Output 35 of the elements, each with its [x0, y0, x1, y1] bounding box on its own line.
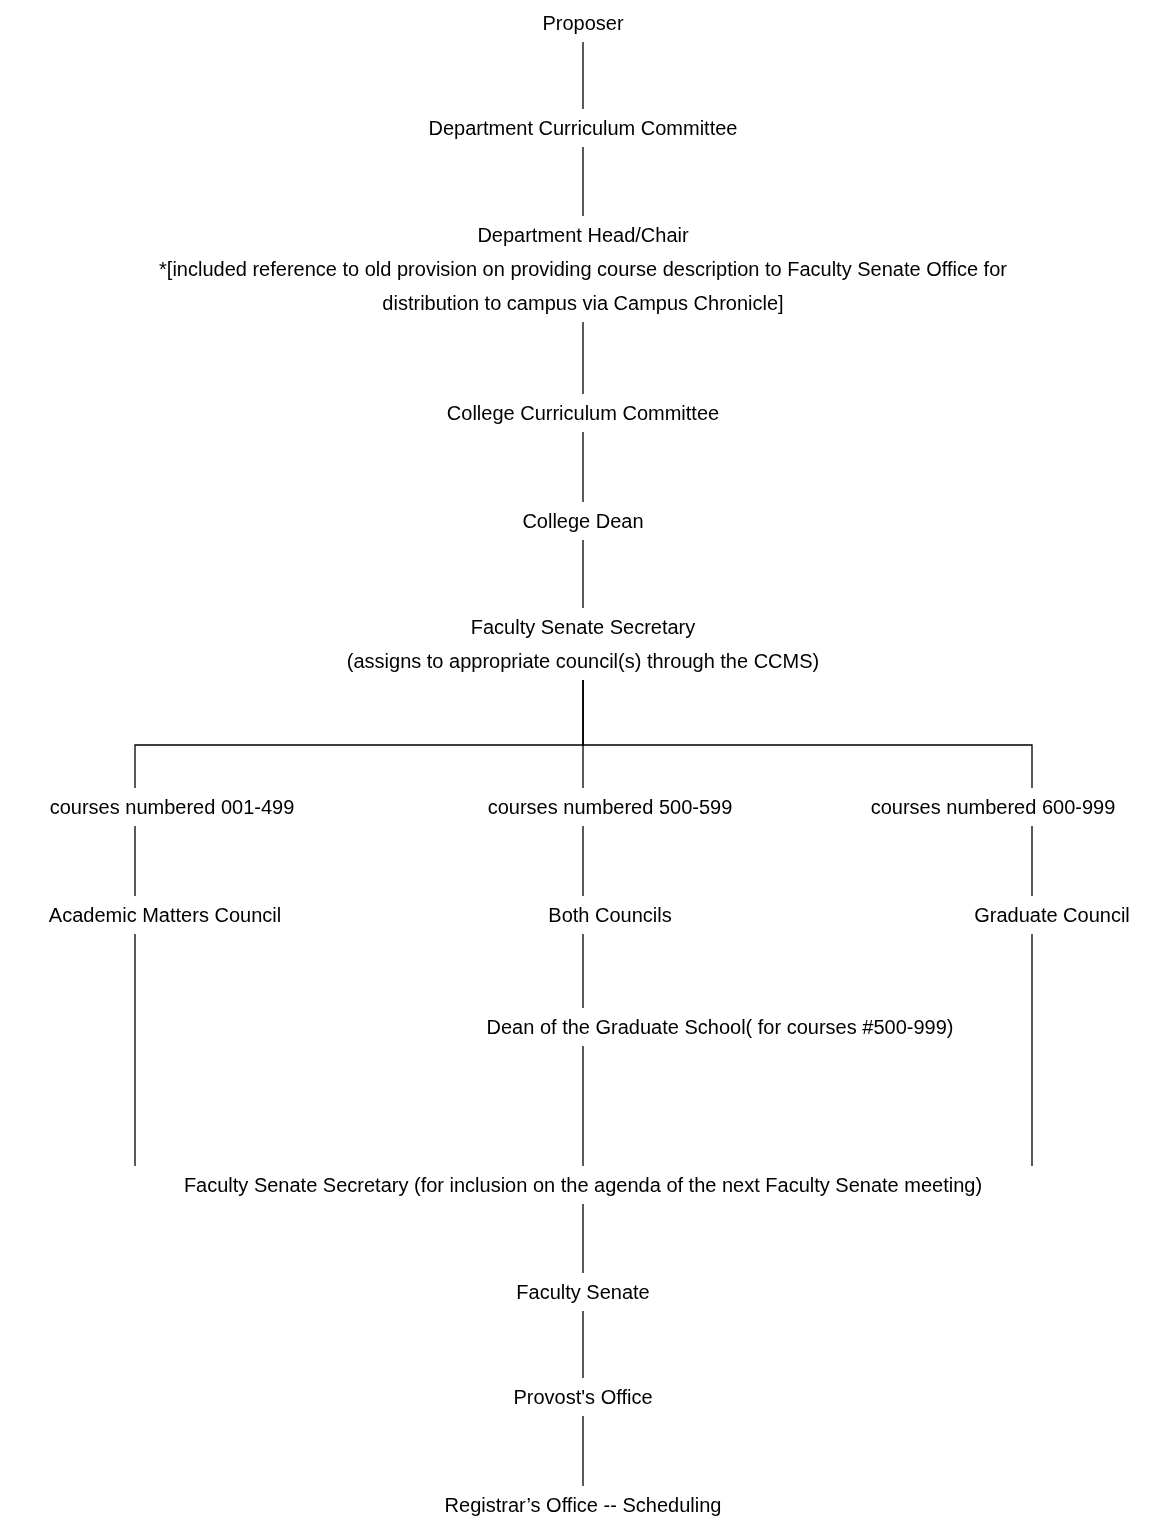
connector-line — [582, 1310, 584, 1379]
step-label: Both Councils — [547, 903, 673, 928]
connector-line — [582, 539, 584, 609]
step-note: *[included reference to old provision on providing course description to Faculty Senate Office for distribution to campus via Campus Chronicle] — [158, 257, 1008, 316]
connector-line — [582, 1415, 584, 1487]
connector-line — [582, 146, 584, 217]
connector-line — [582, 679, 1033, 789]
step-label: Graduate Council — [973, 903, 1131, 928]
connector-line — [582, 933, 584, 1009]
step-label: Department Head/Chair — [476, 223, 690, 248]
connector-line — [582, 1203, 584, 1274]
connector-line — [1031, 825, 1033, 897]
step-label: Faculty Senate Secretary — [469, 615, 697, 640]
step-label: Provost's Office — [512, 1385, 654, 1410]
connector-line — [582, 321, 584, 395]
connector-line — [582, 825, 584, 897]
step-label: courses numbered 500-599 — [486, 795, 734, 820]
step-label: courses numbered 600-999 — [869, 795, 1117, 820]
step-note: (assigns to appropriate council(s) through the CCMS) — [345, 649, 821, 674]
step-label: courses numbered 001-499 — [48, 795, 296, 820]
connector-line — [134, 933, 136, 1167]
step-label: Department Curriculum Committee — [427, 116, 739, 141]
step-label: Academic Matters Council — [47, 903, 283, 928]
connector-line — [134, 825, 136, 897]
step-label: Faculty Senate Secretary (for inclusion on the agenda of the next Faculty Senate meeting) — [182, 1173, 984, 1198]
connector-line — [582, 431, 584, 503]
step-label: Faculty Senate — [515, 1280, 651, 1305]
step-label: College Curriculum Committee — [445, 401, 721, 426]
step-label: Registrar’s Office -- Scheduling — [443, 1493, 723, 1518]
step-label: Dean of the Graduate School( for courses #500-999) — [485, 1015, 955, 1040]
connector-line — [1031, 933, 1033, 1167]
connector-line — [582, 41, 584, 110]
connector-line — [582, 1045, 584, 1167]
step-label: Proposer — [541, 11, 625, 36]
step-label: College Dean — [521, 509, 645, 534]
